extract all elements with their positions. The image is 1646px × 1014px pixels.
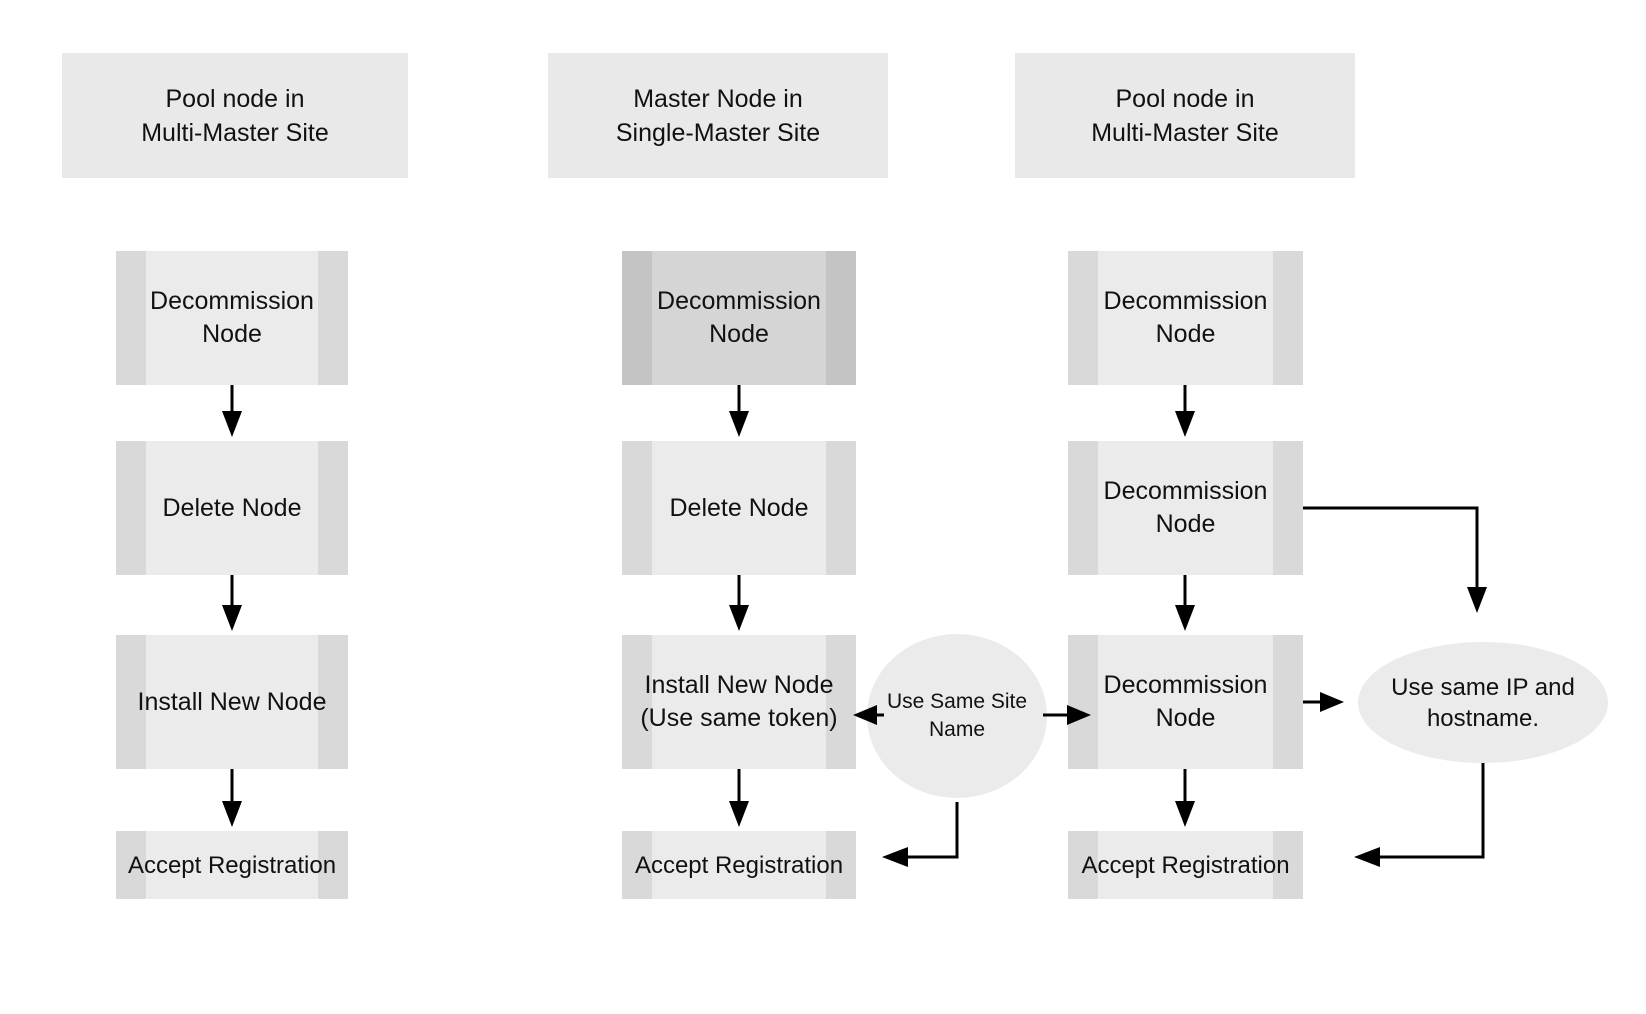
arrow-right-box2-to-box3 bbox=[1175, 575, 1195, 631]
arrow-left-decommission-to-delete bbox=[222, 385, 242, 437]
arrow-left-install-to-accept bbox=[222, 769, 242, 827]
arrow-middle-delete-to-install bbox=[729, 575, 749, 631]
node-middle-install-same-token: Install New Node (Use same token) bbox=[622, 635, 856, 769]
header-master-node-single-master: Master Node in Single-Master Site bbox=[548, 53, 888, 178]
arrow-right-box3-to-ellipse bbox=[1303, 692, 1344, 712]
note-use-same-site-name: Use Same Site Name bbox=[867, 634, 1047, 798]
node-right-decommission-1: Decommission Node bbox=[1068, 251, 1303, 385]
note-label: Use Same Site Name bbox=[886, 690, 1028, 741]
arrow-right-box1-to-box2 bbox=[1175, 385, 1195, 437]
node-label: Decommission Node bbox=[657, 287, 821, 348]
node-left-install-new: Install New Node bbox=[116, 635, 348, 769]
arrow-right-box3-to-accept bbox=[1175, 769, 1195, 827]
node-middle-delete: Delete Node bbox=[622, 441, 856, 575]
header-line: Master Node in bbox=[633, 84, 803, 113]
arrow-middle-install-to-accept bbox=[729, 769, 749, 827]
header-pool-node-multi-master-right: Pool node in Multi-Master Site bbox=[1015, 53, 1355, 178]
note-use-same-ip-hostname: Use same IP and hostname. bbox=[1358, 642, 1608, 763]
header-line: Multi-Master Site bbox=[1091, 118, 1279, 147]
header-pool-node-multi-master-left: Pool node in Multi-Master Site bbox=[62, 53, 408, 178]
node-label: Decommission Node bbox=[1103, 287, 1268, 348]
node-middle-decommission: Decommission Node bbox=[622, 251, 856, 385]
header-line: Pool node in bbox=[1115, 84, 1255, 113]
node-label: Accept Registration bbox=[1081, 851, 1290, 879]
header-line: Single-Master Site bbox=[615, 118, 821, 147]
arrow-middle-decommission-to-delete bbox=[729, 385, 749, 437]
node-label: Decommission Node bbox=[1103, 671, 1268, 732]
header-line: Multi-Master Site bbox=[141, 118, 329, 147]
node-label: Delete Node bbox=[162, 493, 302, 522]
node-label: Accept Registration bbox=[127, 851, 337, 879]
node-label: Accept Registration bbox=[634, 851, 844, 879]
arrow-left-delete-to-install bbox=[222, 575, 242, 631]
node-right-decommission-2: Decommission Node bbox=[1068, 441, 1303, 575]
node-label: Install New Node (Use same token) bbox=[640, 671, 838, 732]
note-label: Use same IP and hostname. bbox=[1391, 673, 1575, 732]
node-label: Decommission Node bbox=[1103, 477, 1268, 538]
node-right-accept-registration: Accept Registration bbox=[1068, 831, 1303, 899]
node-left-decommission: Decommission Node bbox=[116, 251, 348, 385]
node-label: Install New Node bbox=[137, 687, 327, 716]
node-label: Delete Node bbox=[669, 493, 809, 522]
header-line: Pool node in bbox=[165, 84, 305, 113]
arrow-right-box2-to-ellipse bbox=[1303, 506, 1487, 613]
arrow-ellipse-to-right-accept bbox=[1354, 763, 1485, 867]
node-middle-accept-registration: Accept Registration bbox=[622, 831, 856, 899]
node-right-decommission-3: Decommission Node bbox=[1068, 635, 1303, 769]
node-left-delete: Delete Node bbox=[116, 441, 348, 575]
arrow-circle-to-middle-accept bbox=[882, 802, 959, 867]
node-label: Decommission Node bbox=[150, 287, 314, 348]
node-left-accept-registration: Accept Registration bbox=[116, 831, 348, 899]
